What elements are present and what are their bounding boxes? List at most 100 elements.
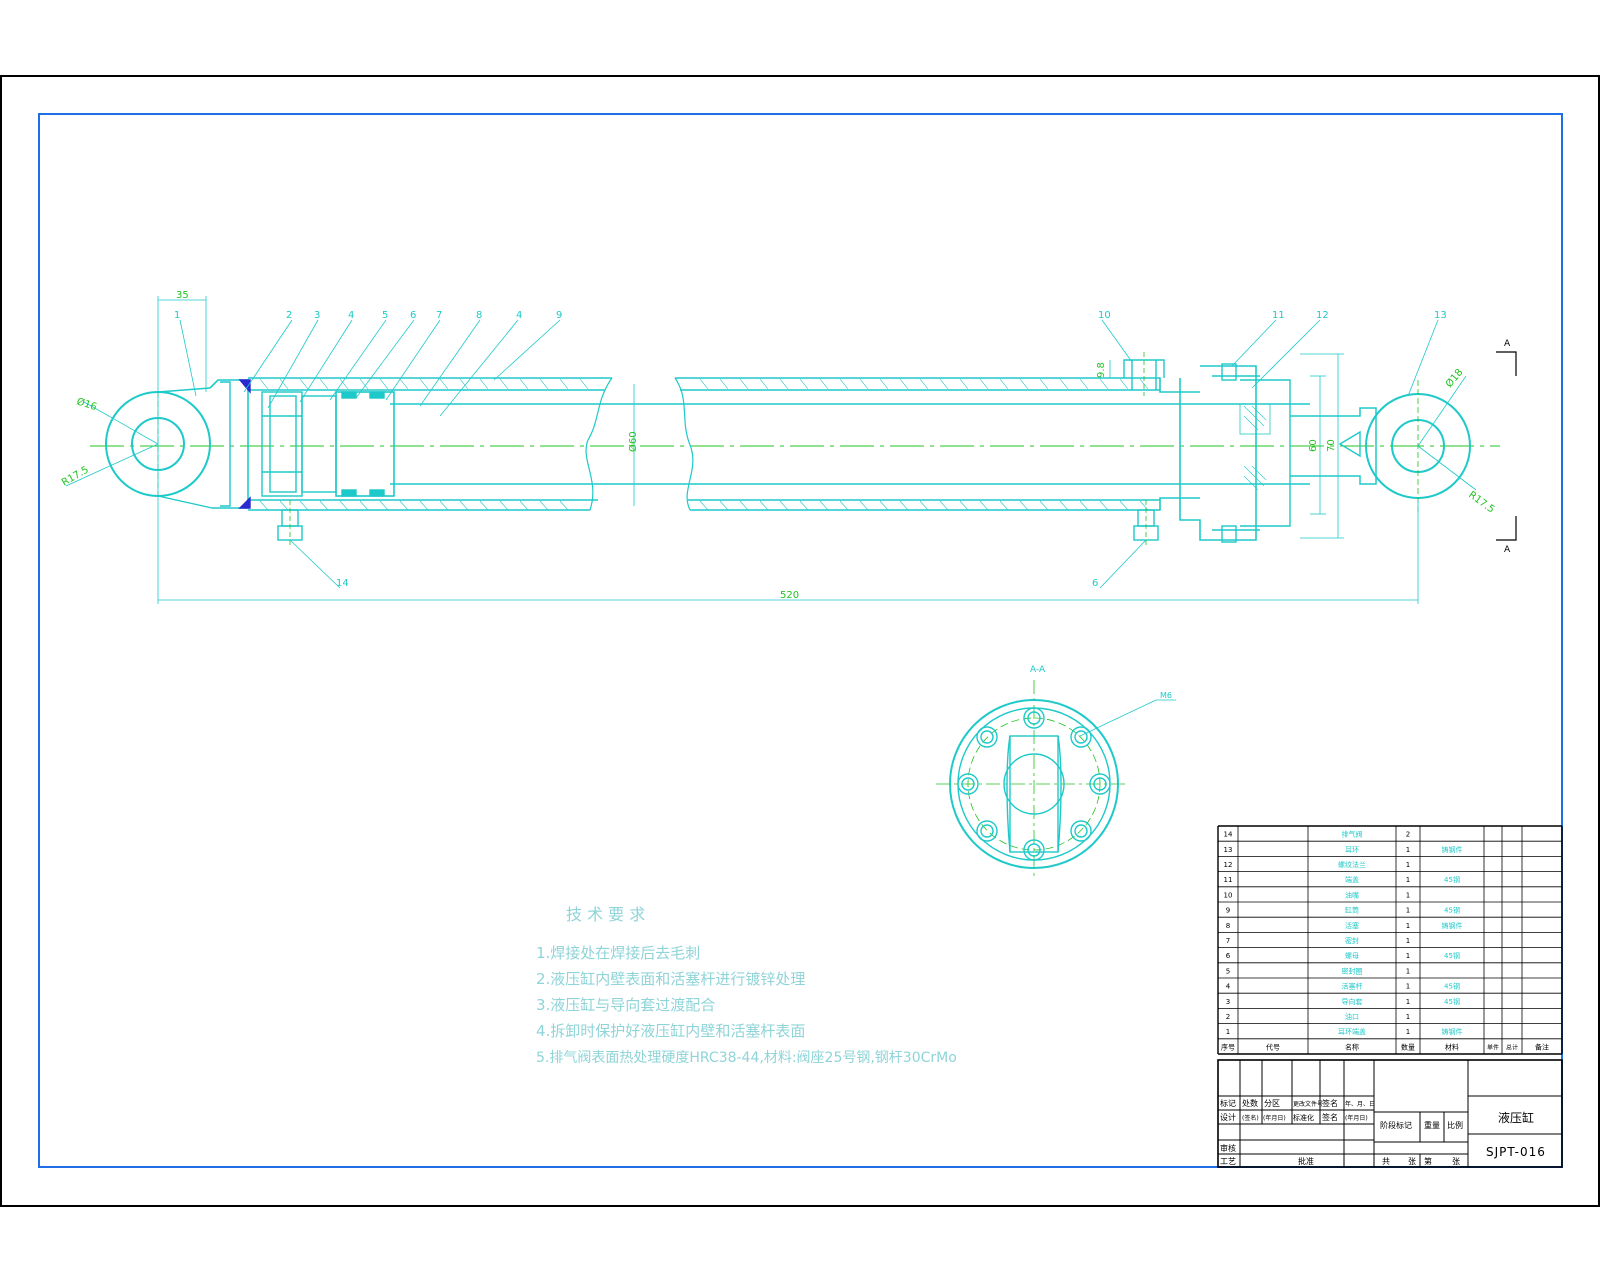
bom-header-code: 代号 [1266,1042,1280,1051]
bom-row-material: 45钢 [1444,875,1460,884]
outer-border [0,75,1600,1207]
balloon-9: 9 [556,310,562,321]
bleed-valve-right [1133,500,1159,548]
tb-sheet-no: 第 [1424,1156,1432,1166]
tb-r1-1: 处数 [1242,1098,1258,1108]
tb-r2-1: (签名) [1242,1114,1259,1122]
bom-row-no: 9 [1226,907,1230,915]
bom-row-no: 4 [1226,983,1231,991]
tb-sheet-unit: 张 [1452,1157,1460,1166]
side-view-thread-callout: M6 [1160,691,1172,700]
balloon-6b: 6 [1092,578,1098,589]
tb-stage-label: 阶段标记 [1380,1120,1412,1130]
bom-row-qty: 1 [1406,907,1410,915]
tb-r2-2: (年月日) [1263,1114,1286,1122]
section-marker-top: A [1504,339,1511,349]
bom-row-name: 油嘴 [1345,890,1359,899]
bom-row-name: 排气阀 [1342,830,1363,839]
balloon-2: 2 [286,310,292,321]
bom-row-no: 5 [1226,967,1230,975]
break-line-left [585,377,613,511]
bom-row-qty: 1 [1406,998,1410,1006]
bom-row-no: 6 [1226,952,1231,960]
tech-item-4: 4.拆卸时保护好液压缸内壁和活塞杆表面 [536,1022,805,1040]
bom-row-name: 油口 [1345,1012,1359,1021]
bom-row-qty: 1 [1406,952,1410,960]
balloon-4a: 4 [348,310,354,321]
balloon-3: 3 [314,310,320,321]
bom-row-qty: 1 [1406,846,1410,854]
tech-item-1: 1.焊接处在焊接后去毛刺 [536,944,700,962]
left-eye-lug [105,379,249,509]
bom-row-no: 12 [1224,861,1233,869]
balloon-leaders [179,319,1439,589]
tb-r1-5: 年、月、日 [1345,1100,1375,1108]
bom-header-total-mass: 总计 [1506,1043,1518,1051]
bleed-valve-left [277,500,303,548]
rod-end [1290,407,1377,485]
dim-left-radius: R17.5 [60,464,91,488]
bom-header-name: 名称 [1345,1042,1359,1051]
dim-port-height: 9.8 [1096,362,1107,378]
bom-row-name: 密封 [1345,936,1359,945]
tb-drawing-no: SJPT-016 [1486,1145,1546,1159]
bom-row-material: 45钢 [1444,906,1460,915]
tb-drawing-name: 液压缸 [1498,1110,1534,1125]
tb-sheets-total: 共 [1382,1157,1390,1166]
bom-header-material: 材料 [1445,1042,1459,1051]
balloon-6: 6 [410,310,416,321]
balloon-12: 12 [1316,310,1329,321]
balloon-5: 5 [382,310,388,321]
tech-item-3: 3.液压缸与导向套过渡配合 [536,996,715,1014]
balloon-11: 11 [1272,310,1285,321]
bom-row-material: 铸钢件 [1442,845,1463,854]
dimension-lines [65,296,1477,604]
inner-frame [38,113,1563,1168]
title-block [1217,1059,1563,1168]
bom-row-no: 13 [1224,846,1233,854]
bom-row-no: 3 [1226,998,1230,1006]
bom-row-qty: 1 [1406,937,1410,945]
side-view-label: A-A [1030,665,1046,675]
side-view-aa [936,680,1176,876]
balloon-4b: 4 [516,310,522,321]
balloon-1: 1 [174,310,180,321]
bom-header-unit-mass: 单件 [1487,1043,1499,1051]
tech-item-2: 2.液压缸内壁表面和活塞杆进行镀锌处理 [536,970,805,988]
bom-row-name: 导向套 [1342,997,1363,1006]
bom-row-qty: 2 [1406,831,1410,839]
bolt-holes [957,707,1111,861]
dim-left-pin: Ø16 [75,395,98,413]
tb-r2-0: 设计 [1220,1112,1236,1122]
bom-row-no: 8 [1226,922,1230,930]
bom-row-qty: 1 [1406,891,1410,899]
dim-right-radius: R17.5 [1466,490,1496,516]
bom-row-no: 7 [1226,937,1230,945]
tb-r1-0: 标记 [1220,1098,1236,1108]
bom-row-name: 螺纹法兰 [1338,860,1366,869]
tb-r1-3: 更改文件号 [1293,1100,1323,1108]
bom-row-name: 密封圈 [1342,966,1363,975]
bom-row-material: 45钢 [1444,982,1460,991]
bom-row-name: 缸筒 [1345,906,1359,915]
tech-requirements: 技 术 要 求 1.焊接处在焊接后去毛刺 2.液压缸内壁表面和活塞杆进行镀锌处理… [536,905,957,1066]
bom-row-qty: 1 [1406,983,1410,991]
dim-overall-length: 520 [780,590,799,601]
bom-row-qty: 1 [1406,922,1410,930]
tb-review: 审核 [1220,1143,1236,1153]
break-line-right [674,377,694,511]
dim-gland: 60 [1308,439,1319,452]
bom-row-name: 耳环 [1345,846,1359,854]
tb-r2-5: (年月日) [1345,1114,1368,1122]
bom-row-no: 2 [1226,1013,1230,1021]
bom-row-name: 端盖 [1345,875,1359,884]
section-markers [1496,351,1517,541]
tb-r1-4: 签名 [1322,1098,1338,1108]
bom-row-qty: 1 [1406,1013,1410,1021]
dim-flange: 70 [1326,439,1337,452]
bom-header-qty: 数量 [1401,1042,1415,1051]
balloon-14: 14 [336,578,349,589]
tb-approve: 批准 [1298,1156,1314,1166]
dim-right-pin: Ø18 [1443,366,1465,390]
